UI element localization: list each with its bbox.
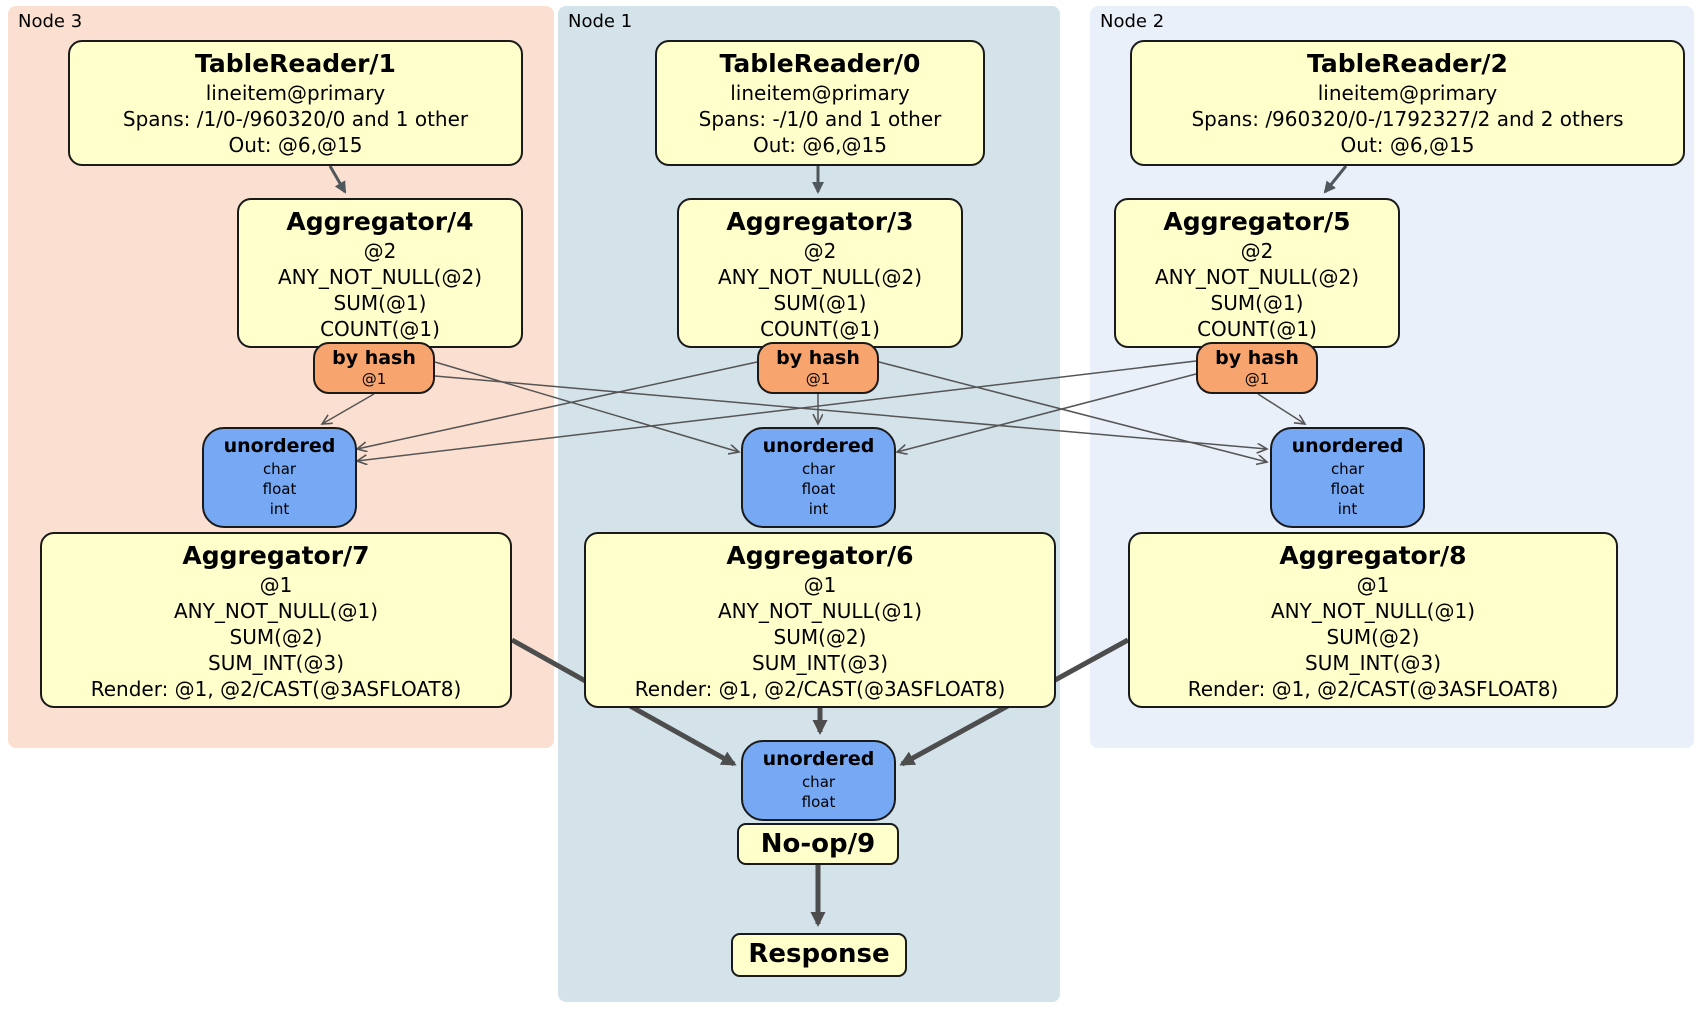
aggregator-3-groupcols: @2 [803,239,837,263]
sync-node3-title: unordered [223,435,336,457]
router-node3-cols: @1 [361,370,387,388]
aggregator-6-title: Aggregator/6 [726,541,914,570]
sync-node1-col2: float [801,480,836,498]
sync-node3-col1: char [262,460,297,478]
aggregator-8-fn2: SUM(@2) [1326,625,1420,649]
aggregator-4-groupcols: @2 [363,239,397,263]
tablereader-2-box: TableReader/2 lineitem@primary Spans: /9… [1130,40,1685,166]
aggregator-3-box: Aggregator/3 @2 ANY_NOT_NULL(@2) SUM(@1)… [677,198,963,348]
edge-router2-sync1 [897,373,1197,452]
router-node2-cols: @1 [1244,370,1270,388]
sync-unordered-final: unordered char float [741,740,896,821]
aggregator-4-fn2: SUM(@1) [333,291,427,315]
aggregator-7-groupcols: @1 [259,573,293,597]
response-title: Response [748,939,890,969]
sync-node2-col1: char [1330,460,1365,478]
aggregator-7-fn3: SUM_INT(@3) [208,651,344,675]
aggregator-8-box: Aggregator/8 @1 ANY_NOT_NULL(@1) SUM(@2)… [1128,532,1618,708]
aggregator-3-fn2: SUM(@1) [773,291,867,315]
edge-router3-sync1 [434,361,739,452]
aggregator-6-box: Aggregator/6 @1 ANY_NOT_NULL(@1) SUM(@2)… [584,532,1056,708]
aggregator-8-groupcols: @1 [1356,573,1390,597]
sync-final-col1: char [801,773,836,791]
aggregator-7-fn1: ANY_NOT_NULL(@1) [174,599,378,623]
tablereader-2-title: TableReader/2 [1307,49,1508,78]
aggregator-5-fn1: ANY_NOT_NULL(@2) [1155,265,1359,289]
sync-node1-title: unordered [762,435,875,457]
tablereader-0-out: Out: @6,@15 [753,133,887,157]
router-node1-title: by hash [776,347,860,369]
aggregator-7-render: Render: @1, @2/CAST(@3ASFLOAT8) [90,677,462,701]
aggregator-6-fn1: ANY_NOT_NULL(@1) [718,599,922,623]
aggregator-6-fn2: SUM(@2) [773,625,867,649]
aggregator-4-title: Aggregator/4 [286,207,474,236]
aggregator-5-title: Aggregator/5 [1163,207,1351,236]
sync-node2-col2: float [1330,480,1365,498]
aggregator-7-title: Aggregator/7 [182,541,370,570]
tablereader-0-box: TableReader/0 lineitem@primary Spans: -/… [655,40,985,166]
edge-router1-sync2 [878,361,1267,462]
sync-final-col2: float [801,793,836,811]
panel-node2-label: Node 2 [1100,11,1165,32]
edge-router2-sync2 [1257,393,1305,424]
tablereader-2-spans: Spans: /960320/0-/1792327/2 and 2 others [1191,107,1624,131]
aggregator-4-fn3: COUNT(@1) [320,317,440,341]
aggregator-7-box: Aggregator/7 @1 ANY_NOT_NULL(@1) SUM(@2)… [40,532,512,708]
edge-tr1-agg4 [328,165,347,194]
aggregator-7-fn2: SUM(@2) [229,625,323,649]
router-by-hash-node1: by hash @1 [757,342,879,394]
sync-node2-title: unordered [1291,435,1404,457]
sync-unordered-node2: unordered char float int [1270,427,1425,528]
sync-node1-col3: int [808,500,829,518]
sync-node3-col2: float [262,480,297,498]
aggregator-5-box: Aggregator/5 @2 ANY_NOT_NULL(@2) SUM(@1)… [1114,198,1400,348]
aggregator-4-box: Aggregator/4 @2 ANY_NOT_NULL(@2) SUM(@1)… [237,198,523,348]
aggregator-6-groupcols: @1 [803,573,837,597]
tablereader-2-index: lineitem@primary [1317,81,1498,105]
sync-node1-col1: char [801,460,836,478]
aggregator-6-fn3: SUM_INT(@3) [752,651,888,675]
panel-node1-label: Node 1 [568,11,633,32]
tablereader-2-out: Out: @6,@15 [1340,133,1475,157]
aggregator-8-title: Aggregator/8 [1279,541,1467,570]
aggregator-8-fn1: ANY_NOT_NULL(@1) [1271,599,1475,623]
edge-router3-sync3 [322,393,375,424]
noop-9-box: No-op/9 [737,823,899,865]
router-node3-title: by hash [332,347,416,369]
aggregator-6-render: Render: @1, @2/CAST(@3ASFLOAT8) [634,677,1006,701]
aggregator-8-render: Render: @1, @2/CAST(@3ASFLOAT8) [1187,677,1559,701]
router-node1-cols: @1 [805,370,831,388]
aggregator-5-fn3: COUNT(@1) [1197,317,1317,341]
sync-unordered-node1: unordered char float int [741,427,896,528]
response-box: Response [731,933,907,977]
aggregator-5-groupcols: @2 [1240,239,1274,263]
sync-unordered-node3: unordered char float int [202,427,357,528]
tablereader-0-index: lineitem@primary [730,81,910,105]
tablereader-0-title: TableReader/0 [719,49,921,78]
aggregator-3-title: Aggregator/3 [726,207,914,236]
aggregator-3-fn3: COUNT(@1) [760,317,880,341]
tablereader-1-spans: Spans: /1/0-/960320/0 and 1 other [122,107,469,131]
router-by-hash-node2: by hash @1 [1196,342,1318,394]
tablereader-1-title: TableReader/1 [195,49,396,78]
router-node2-title: by hash [1215,347,1299,369]
edge-router2-sync3 [357,360,1197,461]
tablereader-1-box: TableReader/1 lineitem@primary Spans: /1… [68,40,523,166]
tablereader-0-spans: Spans: -/1/0 and 1 other [698,107,942,131]
router-by-hash-node3: by hash @1 [313,342,435,394]
tablereader-1-out: Out: @6,@15 [228,133,363,157]
sync-final-title: unordered [762,748,875,770]
sync-node2-col3: int [1337,500,1358,518]
tablereader-1-index: lineitem@primary [205,81,386,105]
aggregator-3-fn1: ANY_NOT_NULL(@2) [718,265,922,289]
edge-tr2-agg5 [1323,165,1348,194]
sync-node3-col3: int [269,500,290,518]
aggregator-8-fn3: SUM_INT(@3) [1305,651,1441,675]
noop-9-title: No-op/9 [760,829,876,859]
edge-router1-sync3 [357,361,758,449]
edge-router3-sync2 [434,375,1267,449]
aggregator-5-fn2: SUM(@1) [1210,291,1304,315]
aggregator-4-fn1: ANY_NOT_NULL(@2) [278,265,482,289]
panel-node3-label: Node 3 [18,11,83,32]
